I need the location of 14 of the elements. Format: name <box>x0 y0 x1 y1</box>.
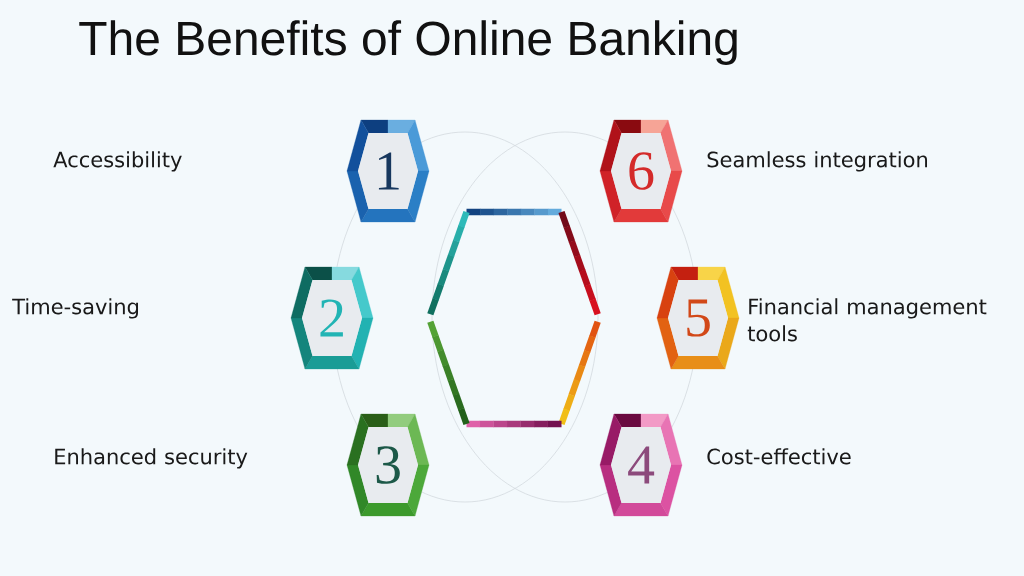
benefit-label: Enhanced security <box>55 448 248 469</box>
numbered-hexagon: 5 <box>656 266 740 370</box>
benefit-label: Cost-effective <box>707 448 851 465</box>
numbered-hexagon: 1 <box>346 119 430 223</box>
numbered-hexagon: 6 <box>599 119 683 223</box>
hexagon-outline <box>427 208 601 428</box>
benefit-label: Accessibility <box>53 151 182 172</box>
numbered-hexagon: 2 <box>290 266 374 370</box>
numbered-hexagon: 4 <box>599 413 683 517</box>
numbered-hexagon: 3 <box>346 413 430 517</box>
benefit-label: Time-saving <box>12 298 138 319</box>
benefit-label: Financial management tools <box>747 298 987 342</box>
benefit-label: Seamless integration <box>707 151 927 172</box>
title: The Benefits of Online Banking <box>79 20 737 65</box>
